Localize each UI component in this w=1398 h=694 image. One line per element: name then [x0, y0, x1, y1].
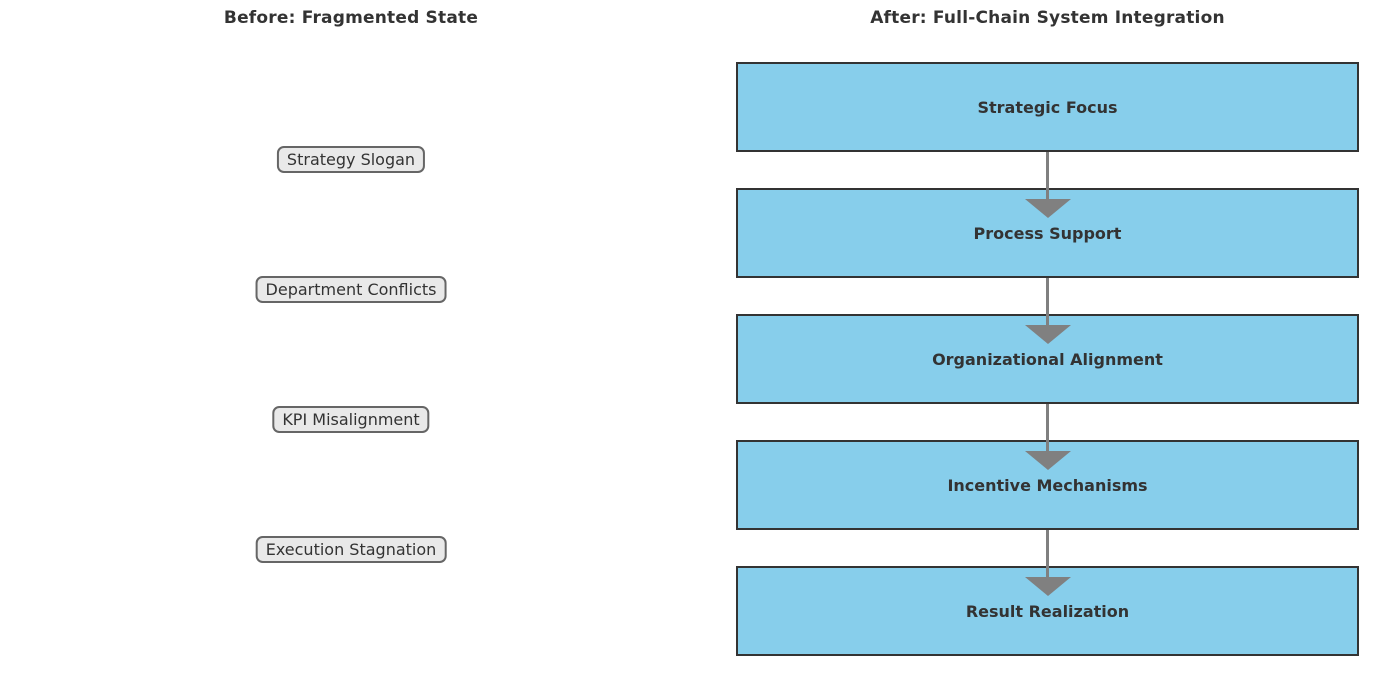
before-column-title: Before: Fragmented State [223, 8, 479, 28]
flow-step-result-realization: Result Realization [736, 566, 1359, 656]
flow-step-incentive-mechanisms: Incentive Mechanisms [736, 440, 1359, 530]
after-flow-column: Strategic Focus Process Support Organiza… [736, 62, 1359, 656]
before-item-department-conflicts: Department Conflicts [255, 276, 447, 303]
before-item-execution-stagnation: Execution Stagnation [255, 536, 447, 563]
before-item-kpi-misalignment: KPI Misalignment [272, 406, 430, 433]
flow-step-strategic-focus: Strategic Focus [736, 62, 1359, 152]
before-item-strategy-slogan: Strategy Slogan [276, 146, 426, 173]
flow-step-process-support: Process Support [736, 188, 1359, 278]
after-column-title: After: Full-Chain System Integration [870, 8, 1225, 28]
flow-step-organizational-alignment: Organizational Alignment [736, 314, 1359, 404]
